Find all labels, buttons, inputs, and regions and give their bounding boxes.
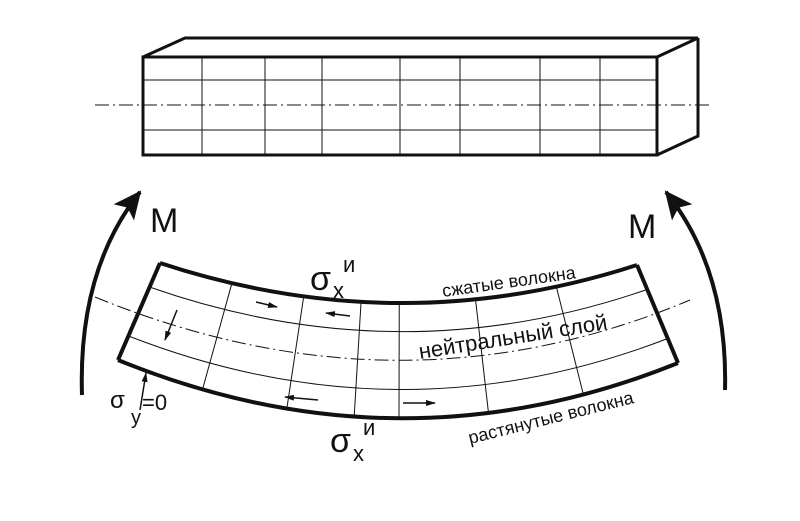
moment-label-left: M [150, 202, 178, 240]
bent-left-edge [116, 262, 162, 361]
sup-i: и [343, 252, 355, 277]
bent-beam [94, 261, 691, 421]
compression-arrow-left [255, 301, 278, 308]
stretched-fibers-label: растянутые волокна [466, 387, 636, 448]
straight-beam [95, 36, 712, 157]
sup-i: и [363, 415, 375, 440]
sigma-x-top-label: σ x и [310, 252, 355, 303]
bent-grid-section-line [353, 301, 362, 417]
bent-grid-sections [202, 283, 584, 419]
beam-right-face [656, 38, 700, 157]
sigma-y-arrow [139, 372, 148, 411]
sub-x: x [333, 278, 344, 303]
neutral-layer-label: нейтральный слой [417, 309, 609, 363]
sigma-y-zero-label: σ y =0 [110, 387, 167, 429]
neutral-axis-line [94, 296, 691, 361]
sigma-symbol: σ [110, 387, 125, 414]
equals-zero: =0 [142, 390, 167, 415]
vertical-stress-arrow [164, 309, 178, 341]
moment-arrow-right-icon [664, 190, 728, 391]
moment-label-right: M [628, 208, 656, 246]
beam-grid [143, 57, 657, 155]
sigma-symbol: σ [310, 260, 331, 298]
bent-grid-section-line [474, 299, 489, 413]
bent-top-edge [159, 261, 638, 305]
moment-arrow-left-icon [79, 190, 142, 396]
beam-top-face [142, 36, 699, 59]
sigma-x-bottom-label: σ x и [330, 415, 375, 466]
bent-bottom-edge [117, 358, 679, 421]
sigma-symbol: σ [330, 422, 351, 460]
compression-arrow-right [325, 311, 351, 318]
sub-x: x [353, 441, 364, 466]
bent-grid-section-line [286, 296, 305, 409]
bent-grid-section-line [202, 283, 233, 390]
bent-right-edge [635, 264, 680, 364]
tension-arrow-left [284, 394, 319, 401]
bent-grid-section-line [555, 286, 584, 395]
sub-y: y [131, 407, 141, 429]
